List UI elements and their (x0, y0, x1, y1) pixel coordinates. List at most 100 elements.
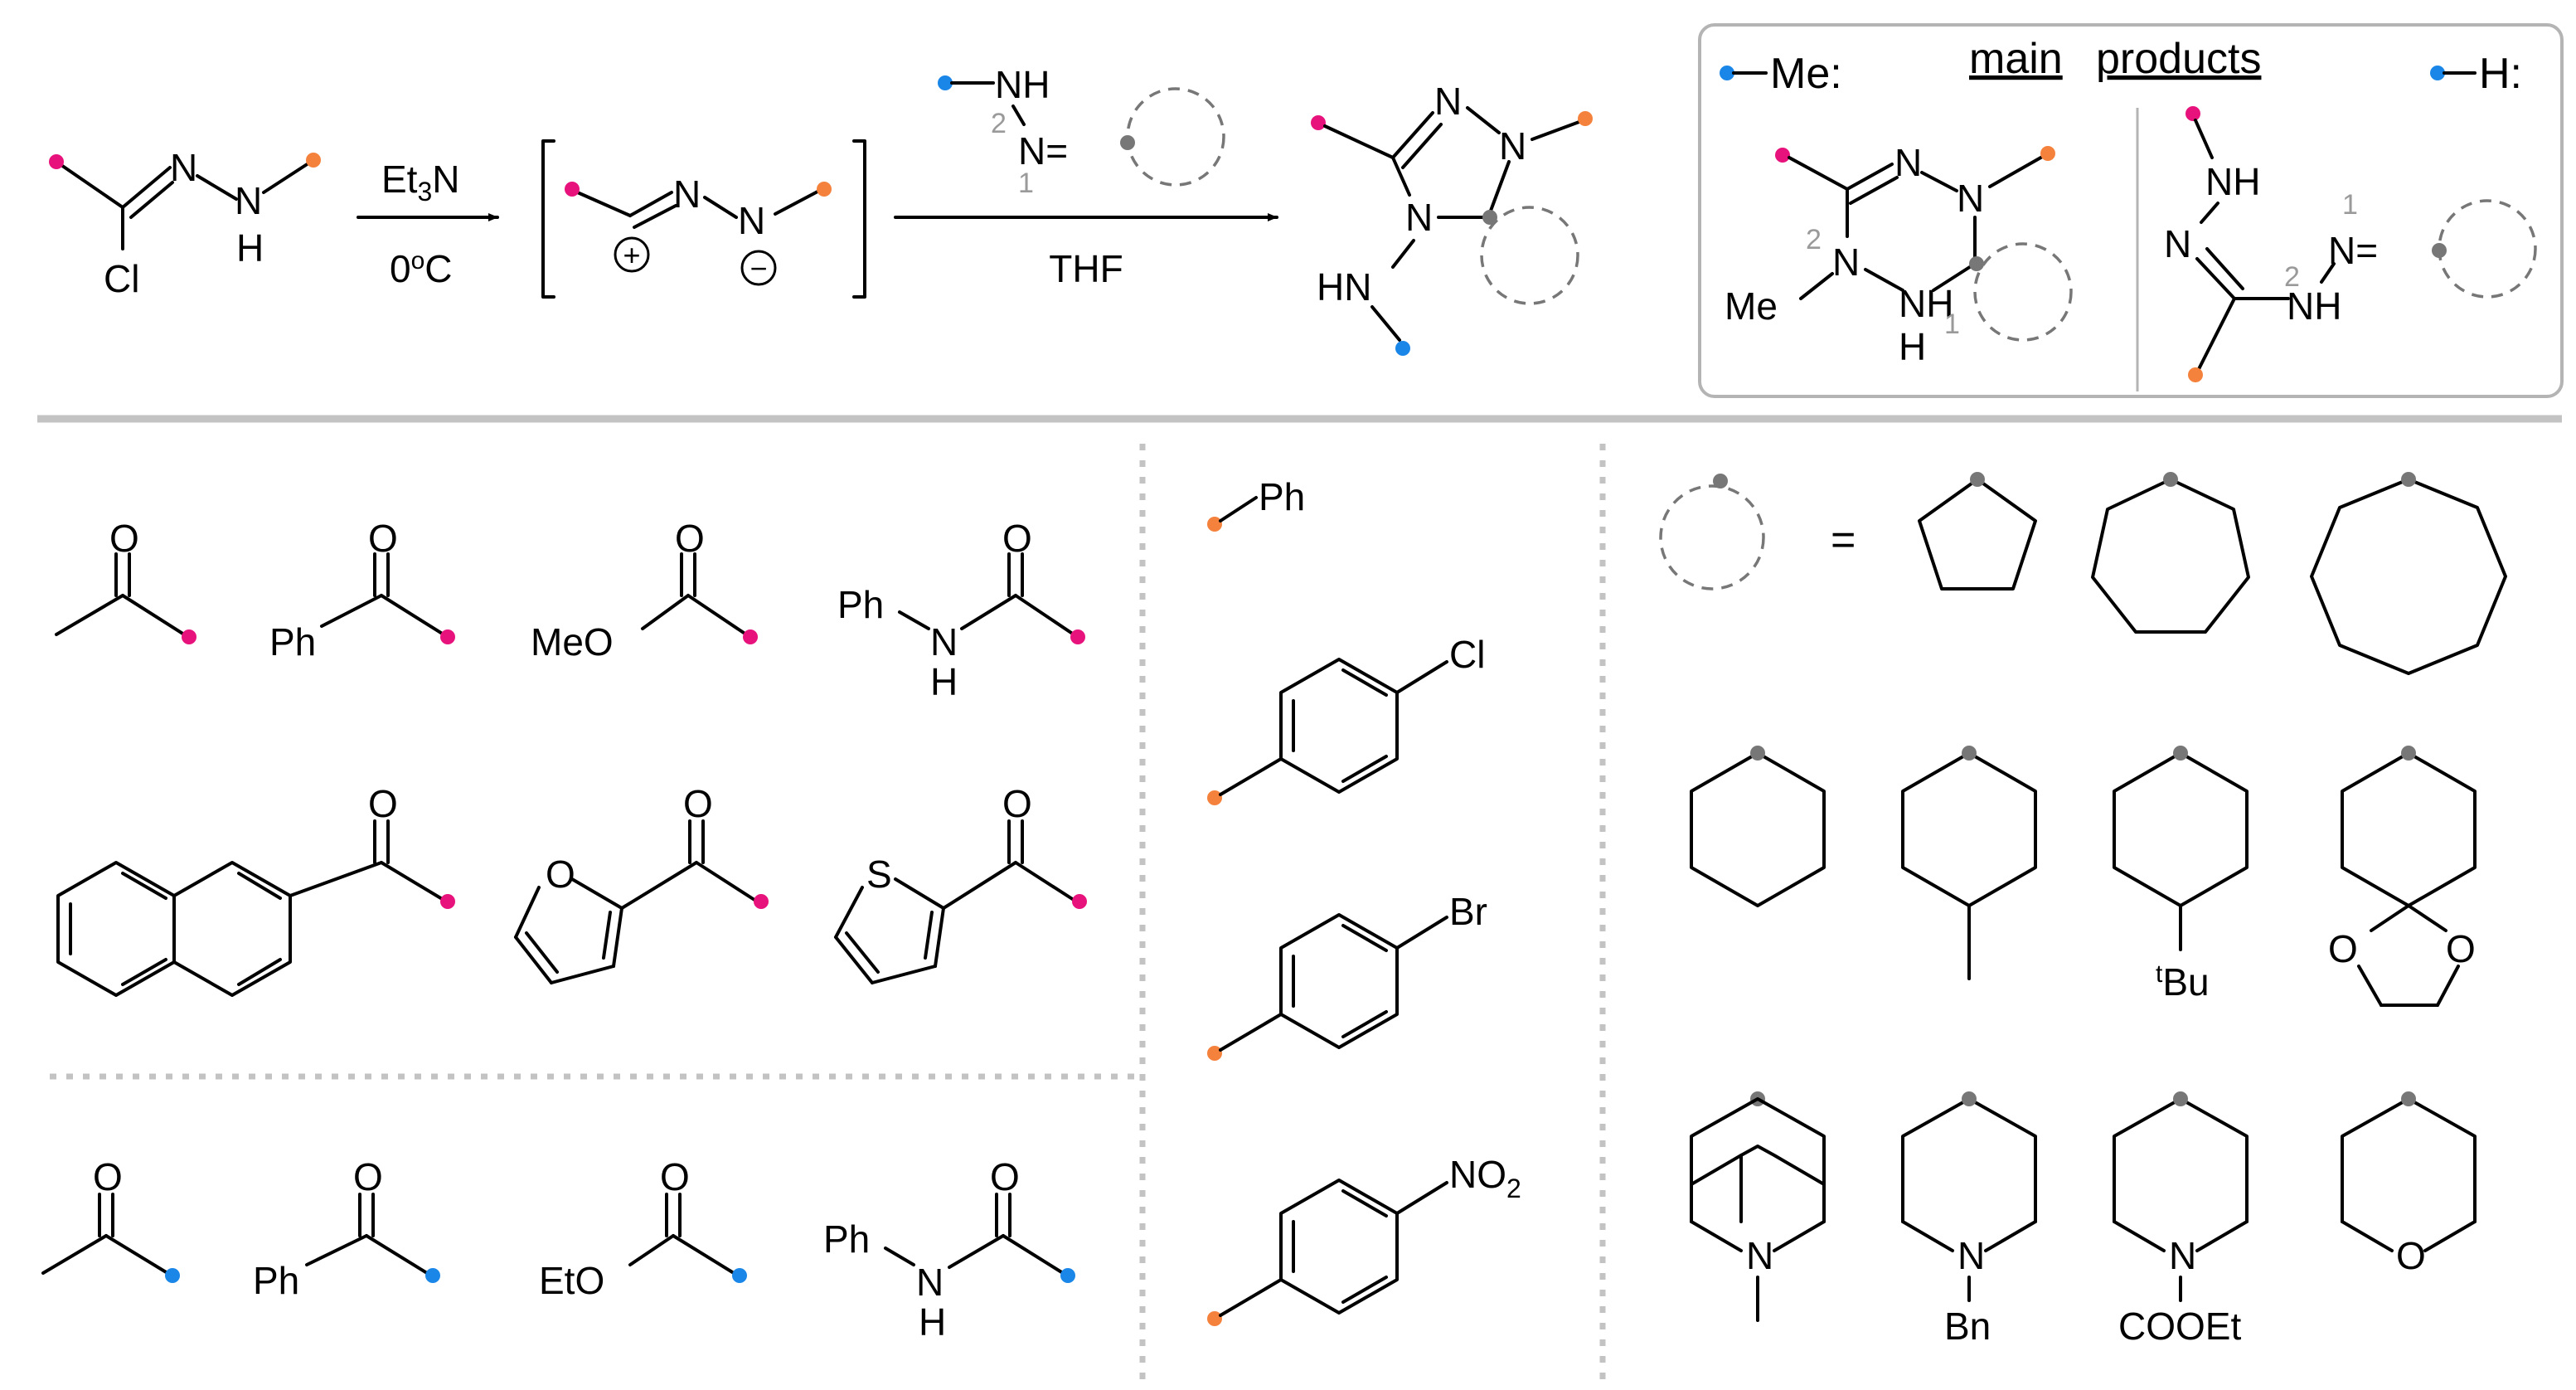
phenyl-label: Ph (269, 620, 316, 663)
tetrazine-pos1: 1 (1944, 309, 1960, 340)
carbonyl-o: O (660, 1155, 690, 1198)
r1-dot (1775, 148, 1790, 163)
product-ring-placeholder (1480, 206, 1579, 305)
hydrazone-reagent: NH N= 2 1 THF (894, 63, 1278, 290)
r2-substituent-column: Ph Cl Br (1207, 475, 1521, 1326)
spiro-dot (2401, 746, 2416, 761)
phenyl-label: Ph (823, 1217, 870, 1261)
ring-legend: = tBu (1659, 472, 2507, 1348)
product-n2: N (1499, 124, 1526, 168)
carbonyl-o: O (368, 517, 398, 560)
tetrazine-h: H (1899, 325, 1926, 368)
spiro-dot (1713, 474, 1728, 488)
ethoxycarbonyl-label: COOEt (2118, 1305, 2241, 1348)
r2-dot (1578, 111, 1593, 126)
nitrile-imine-n1: N (673, 173, 701, 216)
r2-dot (306, 153, 321, 168)
nh-n-label: N (235, 179, 262, 222)
r1-naphthoyl: O (56, 782, 455, 997)
r2-dot (2188, 367, 2203, 382)
tetrahydropyran: O (2341, 1091, 2477, 1277)
spiro-dot (2401, 472, 2416, 487)
spiro-dot (2173, 1091, 2188, 1106)
amide-h: H (930, 660, 958, 703)
nitrile-imine: N N + − (541, 139, 866, 299)
nitro-label: NO2 (1449, 1153, 1521, 1203)
furan-o: O (546, 853, 575, 896)
r1-dot (1072, 894, 1087, 909)
r1-thenoyl: S O (834, 782, 1087, 984)
r2-dot (1207, 1046, 1222, 1061)
r1-acetyl: O (55, 517, 196, 644)
ketone-ring-placeholder (1126, 87, 1225, 187)
piperidine-n: N (2169, 1234, 2196, 1277)
chloro-label: Cl (104, 257, 139, 300)
tetrazine-ring-placeholder (1973, 242, 2073, 342)
carbonyl-o: O (990, 1155, 1020, 1198)
r3-phenylcarbamoyl: Ph N H O (823, 1155, 1075, 1344)
cyclooctane (2310, 472, 2507, 675)
minus-charge: − (750, 251, 767, 285)
carbonyl-o: O (93, 1155, 123, 1198)
amide-h: H (919, 1300, 946, 1344)
4-tert-butylcyclohexane: tBu (2113, 746, 2249, 1004)
r3-substituent-grid: O Ph O EtO O Ph N H (41, 1155, 1075, 1344)
phenyl-label: Ph (837, 583, 884, 626)
r2-dot (817, 182, 832, 197)
r1-dot (1311, 115, 1326, 130)
chloro-label: Cl (1449, 633, 1485, 676)
tetrazine-n-a: N (1894, 141, 1922, 184)
nh-h-label: H (236, 226, 264, 270)
amidrazone-n-mid: N= (2328, 229, 2378, 272)
hydrazonoyl-chloride: N N H Cl (49, 146, 321, 300)
r1-dot (49, 154, 64, 169)
r2-4-nitrophenyl: NO2 (1207, 1153, 1521, 1326)
main-products-heading-1: main (1969, 35, 2063, 83)
r1-phenylcarbamoyl: Ph N H O (837, 517, 1085, 703)
carbonyl-o: O (353, 1155, 383, 1198)
carbonyl-o: O (109, 517, 139, 560)
amidrazone-nh-top: NH (2205, 160, 2260, 203)
amidrazone-n-left: N (2164, 222, 2191, 265)
r1-furoyl: O O (514, 782, 769, 984)
main-products-heading-2: products (2096, 35, 2261, 83)
nitrile-imine-n2: N (738, 199, 765, 242)
me-label: Me: (1770, 50, 1842, 98)
spiro-dot (2401, 1091, 2416, 1106)
r1-dot (440, 894, 455, 909)
r3-benzoyl: Ph O (253, 1155, 440, 1302)
benzyl-label: Bn (1944, 1305, 1991, 1348)
r1-dot (1070, 629, 1085, 644)
spiro-dot (1962, 1091, 1977, 1106)
r3-acetyl: O (41, 1155, 180, 1283)
ketal-o1: O (2328, 927, 2358, 970)
hydrazone-pos1: 1 (1018, 168, 1034, 199)
r1-dot (743, 629, 758, 644)
r1-substituent-grid: O Ph O MeO O Ph N H (55, 517, 1087, 997)
n-benzylpiperidine: N Bn (1901, 1091, 2037, 1348)
piperidine-n: N (1746, 1234, 1773, 1277)
solvent-label: THF (1049, 247, 1123, 290)
ketal-o2: O (2446, 927, 2476, 970)
carbonyl-o: O (1002, 517, 1032, 560)
cyclopentane (1918, 472, 2037, 591)
hydrazone-pos2: 2 (991, 108, 1007, 139)
carbonyl-o: O (368, 782, 398, 825)
spiro-dot (2163, 472, 2178, 487)
r1-benzoyl: Ph O (269, 517, 455, 663)
main-products-box: main products Me: H: N N N 2 NH 1 H (1698, 23, 2564, 398)
r1-dot (565, 182, 580, 197)
amidrazone-nh-right: NH (2287, 284, 2341, 328)
amidrazone-product: NH N NH 2 N= 1 (2164, 106, 2537, 382)
plus-charge-circle (614, 236, 650, 273)
amidrazone-ring-placeholder (2438, 199, 2537, 299)
r3-dot (938, 75, 953, 90)
n-methylpiperidine: N (1690, 1091, 1826, 1322)
hydrazone-nh: NH (995, 63, 1050, 106)
r3-dot (425, 1268, 440, 1283)
r3-ethoxycarbonyl: EtO O (539, 1155, 747, 1302)
amidrazone-pos1: 1 (2342, 189, 2358, 221)
carbonyl-o: O (683, 782, 713, 825)
spiro-dot (1970, 472, 1985, 487)
tetrazine-n-c: N (1832, 241, 1860, 284)
